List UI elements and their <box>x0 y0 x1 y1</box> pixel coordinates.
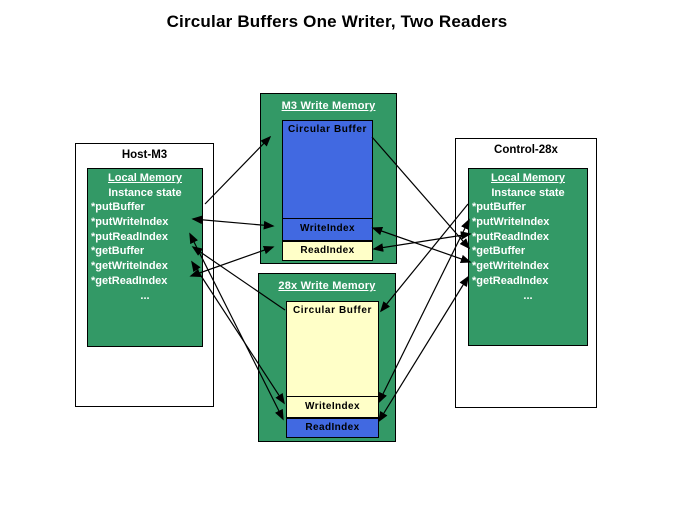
control-fields-ellipsis: ... <box>523 289 533 302</box>
control-field-getreadindex: *getReadIndex <box>472 274 549 287</box>
host-local-memory-rows: Local Memory Instance state *putBuffer *… <box>88 169 202 303</box>
host-field-putwriteindex: *putWriteIndex <box>91 216 169 229</box>
host-field-putbuffer: *putBuffer <box>91 201 145 214</box>
page-title: Circular Buffers One Writer, Two Readers <box>166 12 508 31</box>
x28-readindex-cell: ReadIndex <box>286 418 379 438</box>
host-field-getwriteindex: *getWriteIndex <box>91 260 168 273</box>
control-field-getbuffer: *getBuffer <box>472 245 526 258</box>
host-m3-title: Host-M3 <box>121 149 168 161</box>
m3-buffer-fill <box>283 135 372 218</box>
control-local-memory-rows: Local Memory Instance state *putBuffer *… <box>469 169 587 303</box>
host-local-memory-box: Local Memory Instance state *putBuffer *… <box>87 168 203 347</box>
control-28x-title: Control-28x <box>494 144 558 156</box>
m3-readindex-cell: ReadIndex <box>282 241 373 261</box>
x28-write-memory-title: 28x Write Memory <box>278 280 376 292</box>
control-field-putbuffer: *putBuffer <box>472 201 526 214</box>
host-local-memory-heading: Local Memory <box>108 172 182 184</box>
control-field-getwriteindex: *getWriteIndex <box>472 260 549 273</box>
control-field-putreadindex: *putReadIndex <box>472 230 550 243</box>
host-m3-box: Host-M3 Local Memory Instance state *put… <box>75 143 214 407</box>
x28-circular-buffer-label: Circular Buffer <box>292 305 372 316</box>
x28-write-memory-box: 28x Write Memory Circular Buffer WriteIn… <box>258 273 396 442</box>
m3-writeindex-cell: WriteIndex <box>283 218 372 240</box>
host-field-getreadindex: *getReadIndex <box>91 274 168 287</box>
control-local-memory-heading: Local Memory <box>491 172 565 184</box>
m3-circular-buffer: Circular Buffer WriteIndex <box>282 120 373 241</box>
x28-writeindex-cell: WriteIndex <box>287 396 378 417</box>
x28-circular-buffer: Circular Buffer WriteIndex <box>286 301 379 418</box>
host-fields-ellipsis: ... <box>140 289 150 302</box>
control-28x-box: Control-28x Local Memory Instance state … <box>455 138 597 408</box>
control-local-memory-box: Local Memory Instance state *putBuffer *… <box>468 168 588 346</box>
m3-write-memory-title: M3 Write Memory <box>281 100 376 112</box>
control-instance-state-label: Instance state <box>491 186 565 199</box>
x28-buffer-fill <box>287 316 378 396</box>
host-instance-state-label: Instance state <box>108 186 182 199</box>
m3-circular-buffer-label: Circular Buffer <box>287 124 367 135</box>
m3-write-memory-box: M3 Write Memory Circular Buffer WriteInd… <box>260 93 397 264</box>
host-field-getbuffer: *getBuffer <box>91 245 145 258</box>
control-field-putwriteindex: *putWriteIndex <box>472 216 550 229</box>
host-field-putreadindex: *putReadIndex <box>91 230 169 243</box>
